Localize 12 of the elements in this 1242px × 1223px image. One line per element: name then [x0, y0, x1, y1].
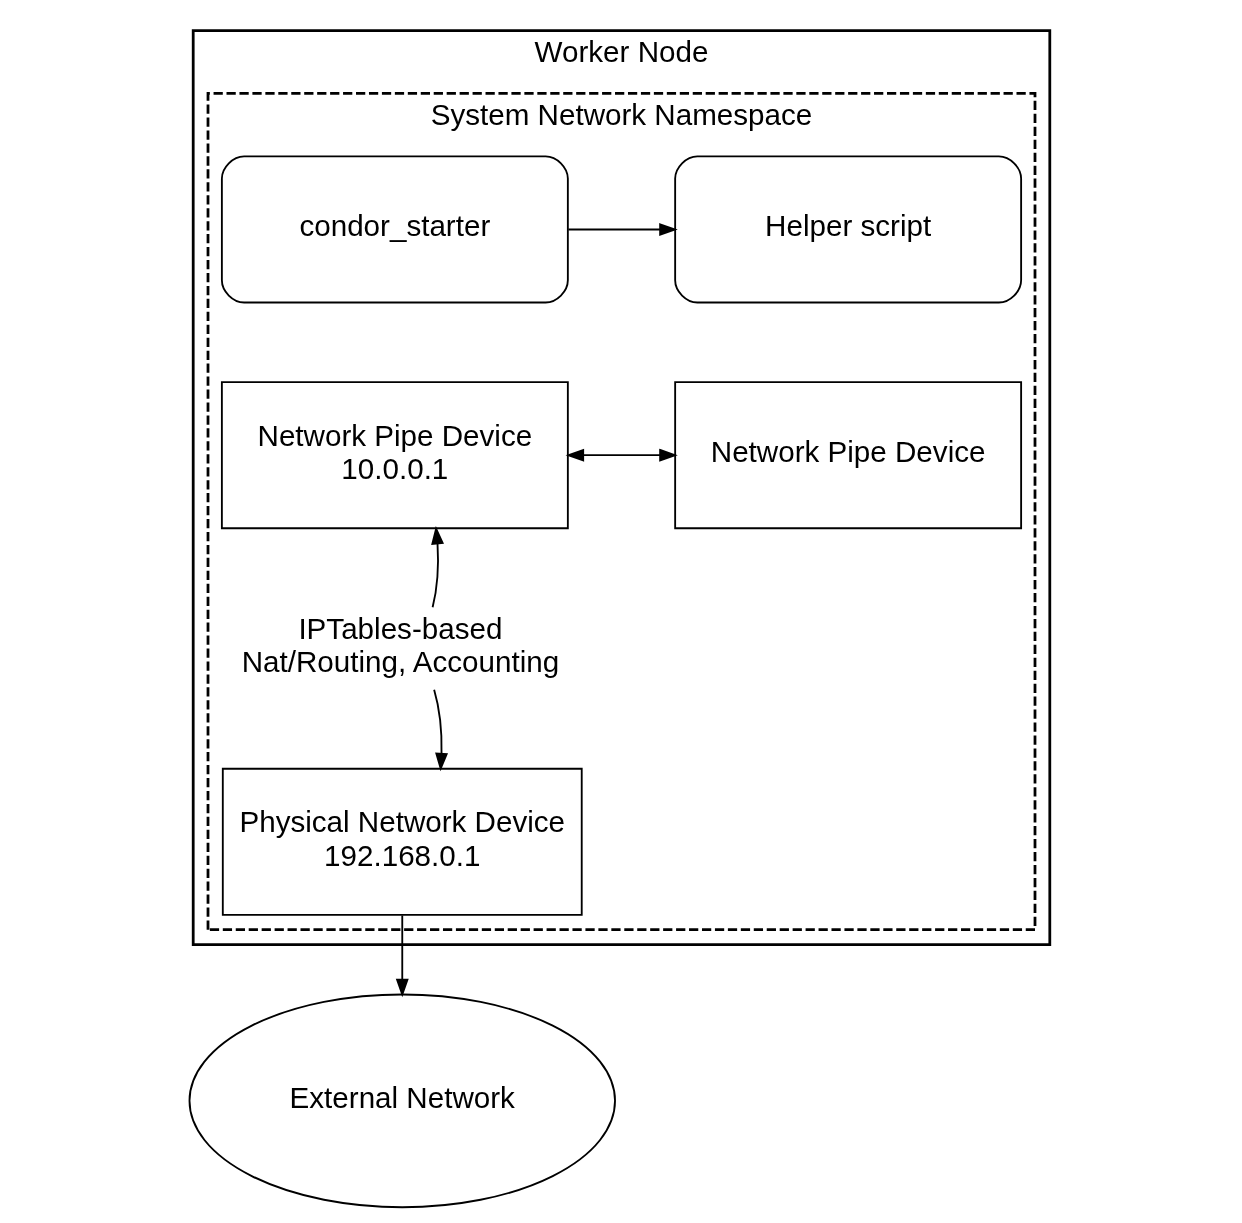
arrow [565, 448, 678, 462]
node-box: condor_starter [220, 155, 569, 304]
arrow [430, 525, 444, 609]
node-box: Helper script [673, 155, 1022, 304]
node-box: Physical Network Device 192.168.0.1 [221, 767, 583, 916]
arrow [432, 688, 448, 772]
node-box: Network Pipe Device 10.0.0.1 [220, 381, 569, 530]
arrow [566, 222, 678, 236]
node-box: Network Pipe Device [673, 381, 1022, 530]
node-text: IPTables-based Nat/Routing, Accounting [241, 611, 559, 679]
arrow [395, 914, 409, 998]
node-ellipse: External Network [188, 993, 616, 1209]
